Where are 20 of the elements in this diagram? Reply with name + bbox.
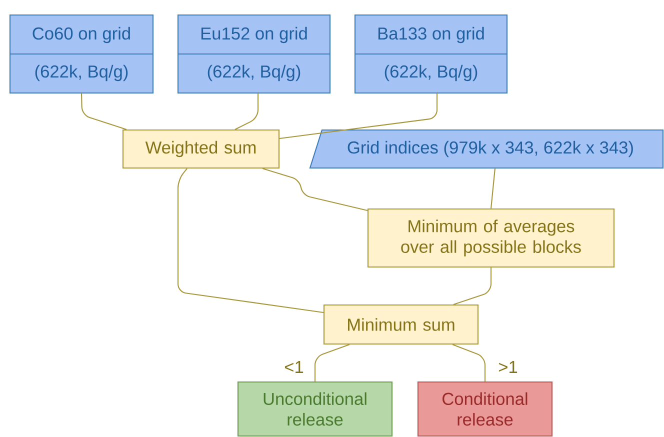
- data-box: Ba133 on grid (622k, Bq/g): [354, 14, 508, 94]
- result-box: Conditional release: [417, 381, 553, 437]
- result-box: Unconditional release: [237, 381, 393, 437]
- connector-line: [490, 168, 496, 209]
- input-parallelogram: Grid indices (979k x 343, 622k x 343): [309, 129, 664, 169]
- connector-line: [80, 93, 127, 130]
- edge-label: <1: [282, 360, 306, 374]
- process-box: Weighted sum: [122, 129, 280, 169]
- process-box: Minimum of averages over all possible blocks: [367, 208, 615, 268]
- process-box: Minimum sum: [323, 304, 479, 345]
- data-box: Co60 on grid (622k, Bq/g): [9, 14, 154, 94]
- data-box: Eu152 on grid (622k, Bq/g): [177, 14, 331, 94]
- connector-line: [279, 93, 438, 139]
- connector-line: [314, 344, 350, 382]
- edge-label: >1: [496, 360, 520, 374]
- connector-line: [453, 268, 492, 305]
- connector-line: [234, 93, 259, 130]
- connector-line: [452, 344, 486, 382]
- connector-line: [262, 168, 368, 211]
- connector-line: [177, 168, 324, 313]
